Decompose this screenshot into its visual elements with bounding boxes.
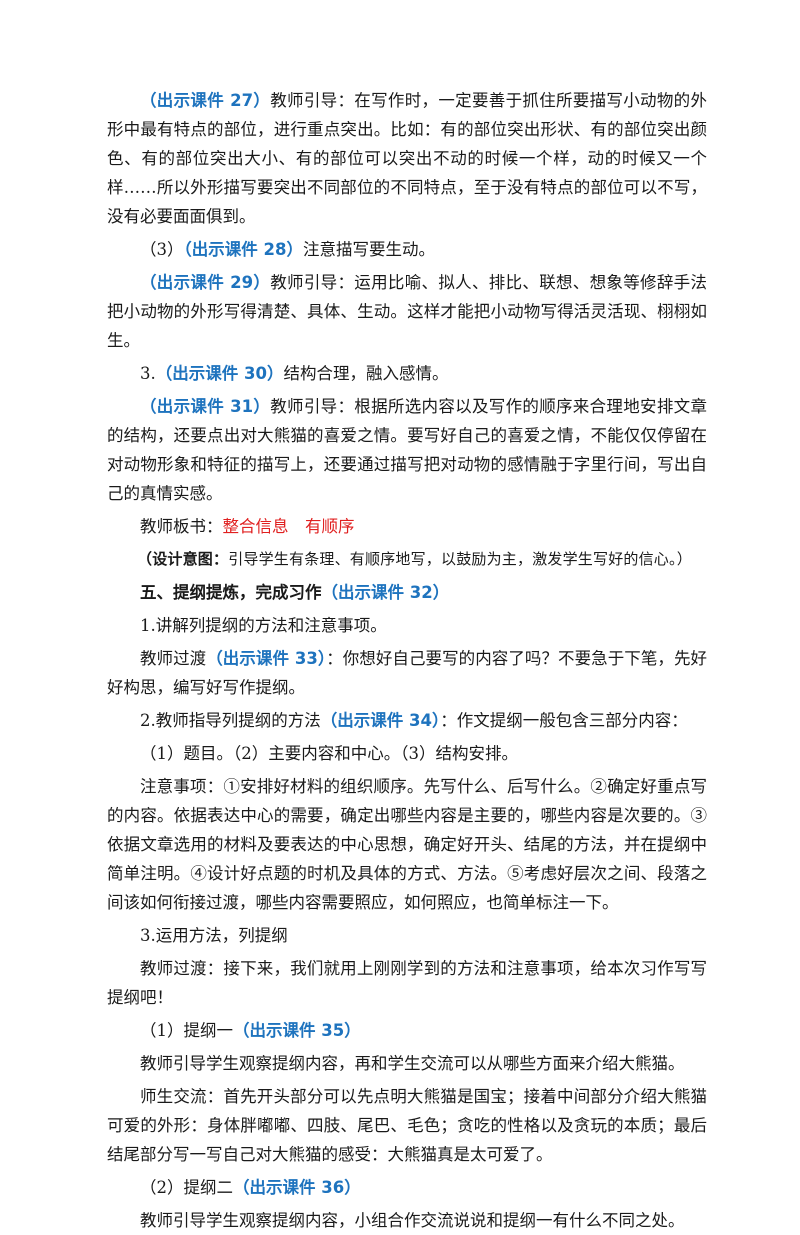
paragraph-text: 教师过渡：接下来，我们就用上刚刚学到的方法和注意事项，给本次习作写写提纲吧！ [107, 959, 707, 1007]
paragraph-text: 教师引导学生观察提纲内容，小组合作交流说说和提纲一有什么不同之处。 [140, 1211, 685, 1230]
design-intent-text: 引导学生有条理、有顺序地写，以鼓励为主，激发学生写好的信心。） [228, 550, 692, 568]
section-heading: 五、提纲提炼，完成习作（出示课件 32） [107, 578, 707, 607]
paragraph-guide-29: （出示课件 29）教师引导：运用比喻、拟人、排比、联想、想象等修辞手法把小动物的… [107, 268, 707, 355]
paragraph-text: 3.运用方法，列提纲 [140, 926, 288, 945]
paragraph-outline-2: （2）提纲二（出示课件 36） [107, 1173, 707, 1202]
design-intent-label: （设计意图： [137, 550, 229, 568]
paragraph-step-2: 2.教师指导列提纲的方法（出示课件 34）：作文提纲一般包含三部分内容： [107, 706, 707, 735]
paragraph-text: 注意描写要生动。 [302, 240, 435, 259]
paragraph-notes: 注意事项：①安排好材料的组织顺序。先写什么、后写什么。②确定好重点写的内容。依据… [107, 772, 707, 917]
paragraph-text: 1.讲解列提纲的方法和注意事项。 [140, 616, 387, 635]
document-page: （出示课件 27）教师引导：在写作时，一定要善于抓住所要描写小动物的外形中最有特… [107, 91, 707, 1230]
paragraph-text: ：你想好自己要写的内容了吗？不要急于下笔，先好好构思，编写好写作提纲。 [107, 649, 708, 697]
paragraph-structure: 3.（出示课件 30）结构合理，融入感情。 [107, 359, 707, 388]
paragraph-text: 教师引导学生观察提纲内容，再和学生交流可以从哪些方面来介绍大熊猫。 [140, 1054, 685, 1073]
board-label: 教师板书： [140, 517, 223, 536]
lesson-content: （出示课件 27）教师引导：在写作时，一定要善于抓住所要描写小动物的外形中最有特… [107, 86, 707, 1235]
courseware-tag: （出示课件 29） [140, 273, 271, 292]
paragraph-transition-2: 教师过渡：接下来，我们就用上刚刚学到的方法和注意事项，给本次习作写写提纲吧！ [107, 954, 707, 1012]
courseware-tag: （出示课件 30） [155, 364, 284, 383]
paragraph-guide-31: （出示课件 31）教师引导：根据所选内容以及写作的顺序来合理地安排文章的结构，还… [107, 392, 707, 508]
paragraph-lead: （1）提纲一 [140, 1021, 233, 1040]
courseware-tag: （出示课件 32） [321, 583, 450, 602]
courseware-tag: （出示课件 35） [233, 1021, 361, 1040]
courseware-tag: （出示课件 36） [233, 1178, 361, 1197]
paragraph-step-1: 1.讲解列提纲的方法和注意事项。 [107, 611, 707, 640]
paragraph-transition: 教师过渡（出示课件 33）：你想好自己要写的内容了吗？不要急于下笔，先好好构思，… [107, 644, 707, 702]
paragraph-outline-parts: （1）题目。（2）主要内容和中心。（3）结构安排。 [107, 739, 707, 768]
item-number: （3） [140, 240, 184, 259]
paragraph-text: 教师引导：在写作时，一定要善于抓住所要描写小动物的外形中最有特点的部位，进行重点… [107, 91, 707, 226]
paragraph-observe-1: 教师引导学生观察提纲内容，再和学生交流可以从哪些方面来介绍大熊猫。 [107, 1049, 707, 1078]
paragraph-text: 结构合理，融入感情。 [283, 364, 449, 383]
paragraph-exchange: 师生交流：首先开头部分可以先点明大熊猫是国宝；接着中间部分介绍大熊猫可爱的外形：… [107, 1082, 707, 1169]
courseware-tag: （出示课件 27） [140, 91, 271, 110]
courseware-tag: （出示课件 31） [140, 397, 271, 416]
paragraph-text: （1）题目。（2）主要内容和中心。（3）结构安排。 [140, 744, 518, 763]
section-title: 五、提纲提炼，完成习作 [140, 583, 322, 602]
paragraph-text: 教师引导：根据所选内容以及写作的顺序来合理地安排文章的结构，还要点出对大熊猫的喜… [107, 397, 707, 503]
paragraph-observe-2: 教师引导学生观察提纲内容，小组合作交流说说和提纲一有什么不同之处。 [107, 1206, 707, 1235]
board-content: 整合信息 有顺序 [222, 517, 355, 536]
paragraph-outline-1: （1）提纲一（出示课件 35） [107, 1016, 707, 1045]
item-number: 3. [140, 364, 156, 383]
paragraph-step-3: 3.运用方法，列提纲 [107, 921, 707, 950]
paragraph-text: 注意事项：①安排好材料的组织顺序。先写什么、后写什么。②确定好重点写的内容。依据… [107, 777, 707, 912]
paragraph-lead: 教师过渡 [140, 649, 207, 668]
paragraph-lead: 2.教师指导列提纲的方法 [140, 711, 321, 730]
courseware-tag: （出示课件 34） [320, 711, 441, 730]
paragraph-point-3: （3）（出示课件 28）注意描写要生动。 [107, 235, 707, 264]
paragraph-text: ：作文提纲一般包含三部分内容： [440, 711, 688, 730]
paragraph-guide-27: （出示课件 27）教师引导：在写作时，一定要善于抓住所要描写小动物的外形中最有特… [107, 86, 707, 231]
paragraph-text: 教师引导：运用比喻、拟人、排比、联想、想象等修辞手法把小动物的外形写得清楚、具体… [107, 273, 707, 350]
paragraph-design-intent: （设计意图：引导学生有条理、有顺序地写，以鼓励为主，激发学生写好的信心。） [107, 545, 707, 574]
paragraph-board: 教师板书：整合信息 有顺序 [107, 512, 707, 541]
courseware-tag: （出示课件 28） [183, 240, 303, 259]
paragraph-lead: （2）提纲二 [140, 1178, 233, 1197]
paragraph-text: 师生交流：首先开头部分可以先点明大熊猫是国宝；接着中间部分介绍大熊猫可爱的外形：… [107, 1087, 707, 1164]
courseware-tag: （出示课件 33） [206, 649, 327, 668]
